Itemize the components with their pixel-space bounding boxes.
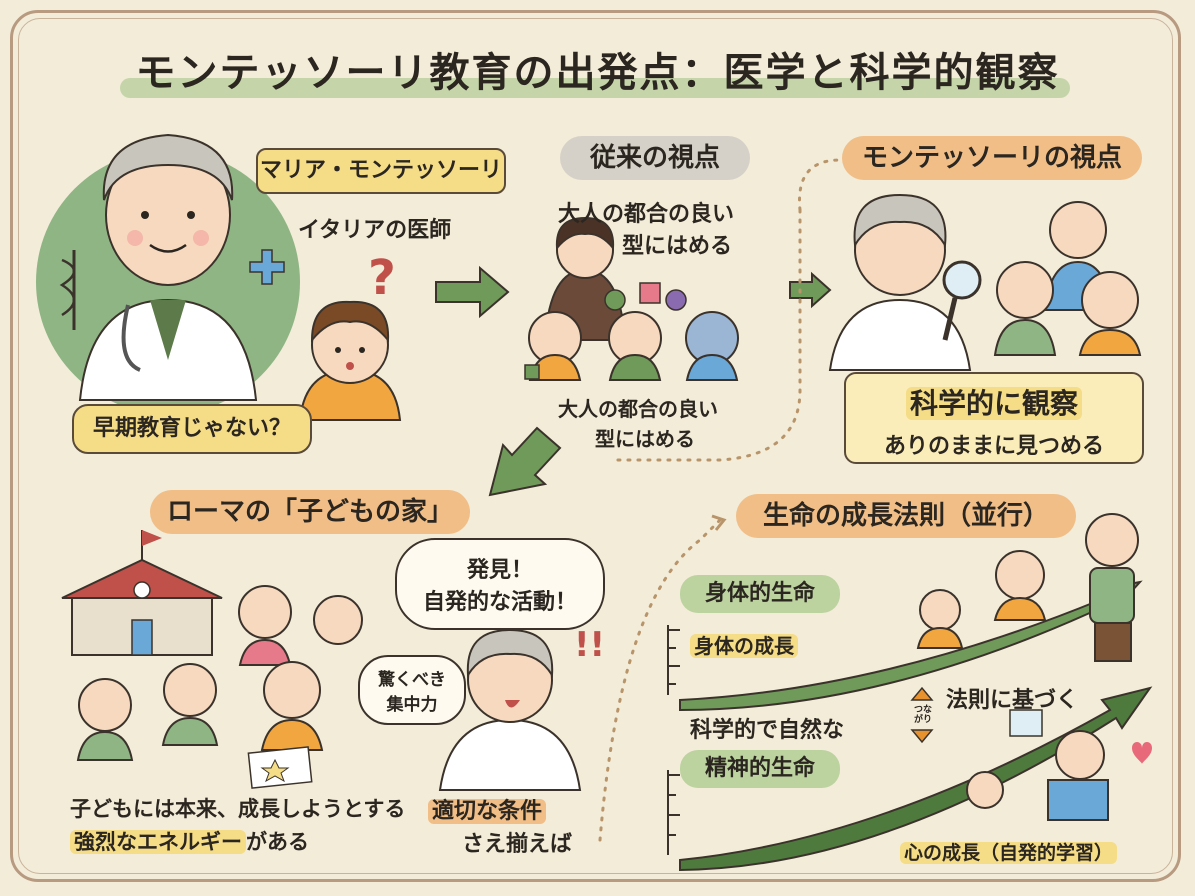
physical-ruler: [667, 625, 680, 695]
traditional-line-3: 大人の都合の良い: [558, 397, 718, 421]
doctor-figure: [78, 133, 258, 401]
page-title: モンテッソーリ教育の出発点：医学と科学的観察: [135, 50, 1060, 96]
name-label-box: マリア・モンテッソーリ: [256, 148, 506, 194]
name-label: マリア・モンテッソーリ: [259, 158, 502, 183]
pointing-doctor: [438, 628, 582, 791]
casa-caption-line-2: 強烈なエネルギーがある: [70, 826, 309, 856]
observe-box: 科学的に観察 ありのままに見つめる: [844, 372, 1144, 464]
growth-heading: 生命の成長法則（並行）: [736, 494, 1076, 538]
discovery-line-1: 発見！: [466, 558, 533, 583]
happy-children: [993, 201, 1142, 356]
focus-bubble: 驚くべき 集中力: [358, 655, 466, 725]
energy-highlight: 強烈なエネルギー: [70, 830, 246, 854]
speech-box: 早期教育じゃない？: [72, 404, 312, 454]
montessori-heading: モンテッソーリの視点: [842, 136, 1142, 180]
middle-left-text: 科学的で自然な: [690, 718, 845, 743]
crying-children: [524, 311, 739, 381]
mental-sub: 心の成長（自発的学習）: [900, 838, 1118, 865]
role-text: イタリアの医師: [298, 218, 452, 243]
observing-doctor: [828, 193, 982, 371]
dotted-arrowhead: [711, 514, 727, 531]
mental-ruler: [667, 770, 680, 855]
heart-icon: [1132, 742, 1152, 764]
physical-sub: 身体の成長: [690, 630, 798, 659]
school-building: [61, 530, 223, 656]
title-highlight: [120, 78, 1070, 98]
condition-highlight: 適切な条件: [428, 799, 547, 824]
casa-caption-line-1: 子どもには本来、成長しようとする: [70, 797, 406, 821]
focus-line-1: 驚くべき: [378, 670, 446, 690]
mental-label: 精神的生命: [680, 750, 840, 788]
condition-line-1: 適切な条件: [428, 793, 547, 825]
traditional-heading: 従来の視点: [560, 136, 750, 180]
focus-line-2: 集中力: [386, 695, 438, 715]
arrow-right-2: [789, 271, 832, 309]
questioning-child: [298, 300, 402, 421]
growing-children: [916, 513, 1152, 821]
inner-frame: [18, 18, 1173, 874]
caduceus-icon: [59, 250, 76, 330]
mental-sub-text: 心の成長（自発的学習）: [900, 842, 1118, 864]
dotted-connector-bottom: [598, 518, 722, 842]
exclaim-marks: !!: [574, 625, 606, 665]
magnifier-icon: [942, 260, 982, 300]
physical-sub-text: 身体の成長: [690, 634, 798, 658]
medical-star-icon: [249, 249, 285, 285]
discovery-line-2: 自発的な活動！: [422, 590, 577, 615]
link-arrows-icon: [910, 686, 934, 744]
observe-sub: ありのままに見つめる: [883, 434, 1104, 459]
middle-right-text: 法則に基づく: [946, 688, 1079, 713]
arrow-right-1: [435, 265, 510, 319]
outer-frame: [10, 10, 1181, 882]
traditional-line-4: 型にはめる: [595, 427, 695, 451]
observe-title: 科学的に観察: [905, 387, 1082, 420]
arrow-down-left: [488, 426, 562, 497]
condition-line-2: さえ揃えば: [462, 832, 573, 857]
speech-text: 早期教育じゃない？: [92, 416, 291, 441]
dotted-connector-mid: [608, 208, 802, 462]
physical-label: 身体的生命: [680, 575, 840, 613]
floating-book-icon: [1009, 709, 1043, 737]
discovery-bubble: 発見！ 自発的な活動！: [395, 538, 605, 630]
energy-rest: がある: [246, 830, 309, 854]
playing-children: [76, 585, 363, 789]
dotted-connector-top: [798, 158, 842, 212]
question-mark: ?: [368, 250, 396, 306]
traditional-line-2: 型にはめる: [622, 234, 733, 259]
casa-heading: ローマの「子どもの家」: [150, 490, 470, 534]
middle-link-text: つながり: [913, 705, 932, 725]
book-icon: [1047, 779, 1109, 821]
mental-growth-arrow: [679, 686, 1153, 872]
traditional-line-1: 大人の都合の良い: [558, 202, 735, 227]
